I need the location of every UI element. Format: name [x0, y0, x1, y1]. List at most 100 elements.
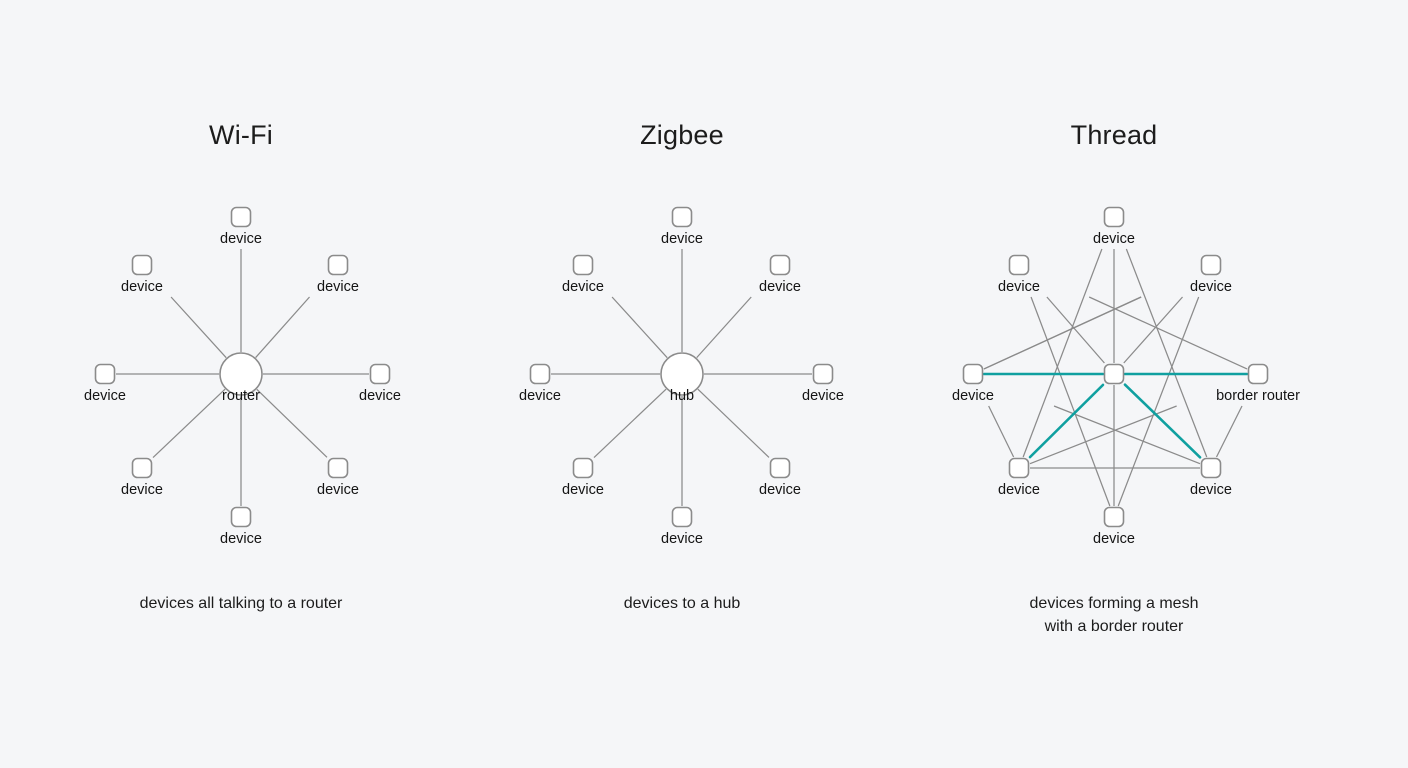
node-wifi-peripheral-ne[interactable]: device — [317, 254, 359, 296]
graph-svg-wifi: router device device device device device devi… — [84, 206, 401, 548]
node-thread-peripheral-sw[interactable]: device — [998, 457, 1040, 499]
edge-n-sw — [1022, 248, 1103, 458]
node-square-icon[interactable] — [230, 506, 252, 528]
node-thread-peripheral-e[interactable]: border router — [1216, 363, 1300, 405]
node-label: device — [121, 482, 163, 498]
node-zigbee-peripheral-nw[interactable]: device — [562, 254, 604, 296]
node-circle-icon[interactable] — [219, 352, 263, 396]
node-square-icon[interactable] — [230, 206, 252, 228]
panel-caption-wifi: devices all talking to a router — [139, 595, 343, 612]
node-zigbee-center[interactable]: hub — [660, 352, 704, 404]
node-thread-peripheral-ne[interactable]: device — [1190, 254, 1232, 296]
node-thread-peripheral-nw[interactable]: device — [998, 254, 1040, 296]
node-wifi-center[interactable]: router — [219, 352, 263, 404]
highlighted-edge-center-se — [1123, 383, 1202, 459]
node-square-icon[interactable] — [769, 254, 791, 276]
graph-svg-zigbee: hub device device device device device device d… — [519, 206, 844, 548]
node-square-icon[interactable] — [327, 254, 349, 276]
node-square-icon[interactable] — [1103, 363, 1125, 385]
node-square-icon[interactable] — [671, 206, 693, 228]
node-zigbee-peripheral-w[interactable]: device — [519, 363, 561, 405]
edge-w-ne — [983, 296, 1142, 370]
edge-center-se — [256, 388, 328, 458]
panel-title-thread: Thread — [1070, 120, 1158, 150]
node-square-icon[interactable] — [1008, 457, 1030, 479]
node-square-icon[interactable] — [131, 254, 153, 276]
node-zigbee-peripheral-n[interactable]: device — [661, 206, 703, 248]
network-graph-wifi: router device device device device device devi… — [6, 170, 476, 570]
node-label: device — [562, 279, 604, 295]
edge-e-sw — [1029, 405, 1177, 465]
node-wifi-peripheral-s[interactable]: device — [220, 506, 262, 548]
node-square-icon[interactable] — [529, 363, 551, 385]
node-square-icon[interactable] — [1008, 254, 1030, 276]
node-label: device — [952, 388, 994, 404]
network-graph-zigbee: hub device device device device device device d… — [447, 170, 917, 570]
node-layer: router device device device device device devi… — [84, 206, 401, 548]
node-zigbee-peripheral-sw[interactable]: device — [562, 457, 604, 499]
edge-center-se — [697, 388, 770, 458]
node-label: hub — [670, 388, 694, 404]
node-square-icon[interactable] — [94, 363, 116, 385]
node-label: device — [759, 279, 801, 295]
node-circle-icon[interactable] — [660, 352, 704, 396]
edge-center-sw — [152, 388, 226, 459]
node-square-icon[interactable] — [812, 363, 834, 385]
node-wifi-peripheral-e[interactable]: device — [359, 363, 401, 405]
edge-w-sw — [988, 405, 1015, 458]
node-label: device — [1093, 231, 1135, 247]
node-square-icon[interactable] — [1200, 457, 1222, 479]
panel-title-wifi: Wi-Fi — [209, 120, 273, 150]
edge-layer — [983, 248, 1248, 507]
node-zigbee-peripheral-e[interactable]: device — [802, 363, 844, 405]
node-square-icon[interactable] — [1103, 206, 1125, 228]
node-zigbee-peripheral-ne[interactable]: device — [759, 254, 801, 296]
edge-center-sw — [593, 388, 667, 459]
node-wifi-peripheral-n[interactable]: device — [220, 206, 262, 248]
node-square-icon[interactable] — [1247, 363, 1269, 385]
highlighted-edge-layer — [982, 372, 1249, 459]
node-label: device — [84, 388, 126, 404]
node-thread-peripheral-se[interactable]: device — [1190, 457, 1232, 499]
edge-center-ne — [255, 296, 310, 358]
node-square-icon[interactable] — [671, 506, 693, 528]
edge-nw-s — [1030, 296, 1111, 507]
node-square-icon[interactable] — [369, 363, 391, 385]
node-zigbee-peripheral-s[interactable]: device — [661, 506, 703, 548]
node-square-icon[interactable] — [769, 457, 791, 479]
highlighted-edge-center-sw — [1028, 383, 1105, 459]
node-wifi-peripheral-nw[interactable]: device — [121, 254, 163, 296]
node-layer: hub device device device device device device d… — [519, 206, 844, 548]
node-thread-peripheral-s[interactable]: device — [1093, 506, 1135, 548]
node-thread-center[interactable] — [1103, 363, 1125, 385]
graph-svg-thread: device device device device border router dev… — [952, 206, 1300, 548]
node-layer: device device device device border router dev… — [952, 206, 1300, 548]
node-square-icon[interactable] — [1103, 506, 1125, 528]
edge-center-nw — [611, 296, 668, 359]
node-square-icon[interactable] — [962, 363, 984, 385]
node-wifi-peripheral-sw[interactable]: device — [121, 457, 163, 499]
node-wifi-peripheral-se[interactable]: device — [317, 457, 359, 499]
node-square-icon[interactable] — [131, 457, 153, 479]
panel-caption-zigbee: devices to a hub — [623, 595, 741, 612]
node-label: device — [121, 279, 163, 295]
node-wifi-peripheral-w[interactable]: device — [84, 363, 126, 405]
node-label: device — [220, 531, 262, 547]
node-label: device — [802, 388, 844, 404]
node-thread-peripheral-n[interactable]: device — [1093, 206, 1135, 248]
node-label: device — [998, 279, 1040, 295]
node-zigbee-peripheral-se[interactable]: device — [759, 457, 801, 499]
node-label: router — [222, 388, 260, 404]
node-square-icon[interactable] — [1200, 254, 1222, 276]
node-square-icon[interactable] — [572, 457, 594, 479]
node-label: device — [1190, 279, 1232, 295]
node-square-icon[interactable] — [572, 254, 594, 276]
node-square-icon[interactable] — [327, 457, 349, 479]
edge-ne-s — [1117, 296, 1200, 507]
edge-w-se — [1053, 405, 1201, 465]
node-thread-peripheral-w[interactable]: device — [952, 363, 994, 405]
node-label: device — [519, 388, 561, 404]
